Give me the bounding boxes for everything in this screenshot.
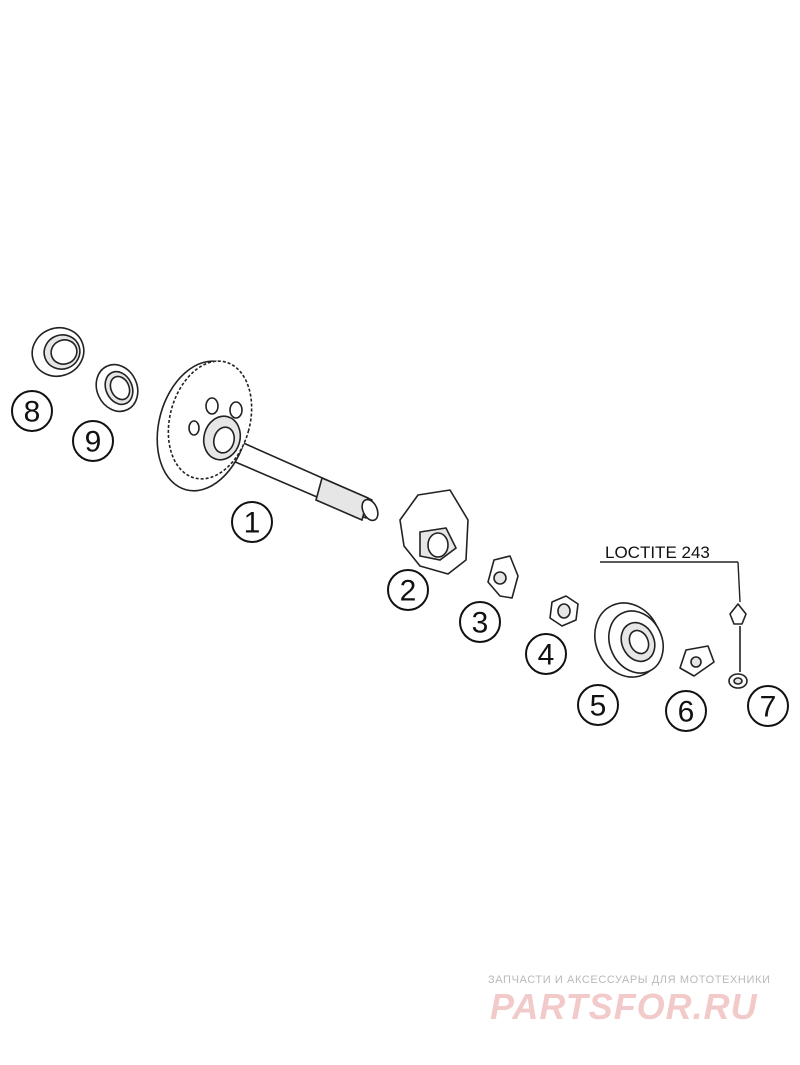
part-5-bearing xyxy=(594,602,664,678)
part-4-nut xyxy=(549,595,579,627)
callout-1-label: 1 xyxy=(244,507,261,540)
callout-9-label: 9 xyxy=(85,426,102,459)
callout-2-label: 2 xyxy=(400,575,417,608)
callout-4: 4 xyxy=(525,633,567,675)
callout-4-label: 4 xyxy=(538,639,555,672)
callout-6-label: 6 xyxy=(678,696,695,729)
callout-7-label: 7 xyxy=(760,691,777,724)
watermark-subtitle: ЗАПЧАСТИ И АКСЕССУАРЫ ДЛЯ МОТОТЕХНИКИ xyxy=(488,974,771,986)
part-9-seal-ring xyxy=(95,363,139,413)
callout-2: 2 xyxy=(387,569,429,611)
callout-8-label: 8 xyxy=(24,396,41,429)
callout-3: 3 xyxy=(459,601,501,643)
callout-1: 1 xyxy=(231,501,273,543)
callout-9: 9 xyxy=(72,420,114,462)
part-8-bearing-ring xyxy=(31,326,85,378)
callout-7: 7 xyxy=(747,685,789,727)
loctite-note-text: LOCTITE 243 xyxy=(605,543,710,562)
callout-8: 8 xyxy=(11,390,53,432)
part-6-plate xyxy=(679,645,715,677)
loctite-note: LOCTITE 243 xyxy=(600,543,741,603)
callout-5: 5 xyxy=(577,684,619,726)
callout-6: 6 xyxy=(665,690,707,732)
part-3-ratchet xyxy=(487,555,519,599)
part-1-gear-shaft xyxy=(156,360,379,522)
callout-5-label: 5 xyxy=(590,690,607,723)
callout-3-label: 3 xyxy=(472,607,489,640)
part-7-screw xyxy=(728,603,748,689)
part-2-lever xyxy=(399,489,469,575)
watermark-brand: PARTSFOR.RU xyxy=(490,986,758,1027)
